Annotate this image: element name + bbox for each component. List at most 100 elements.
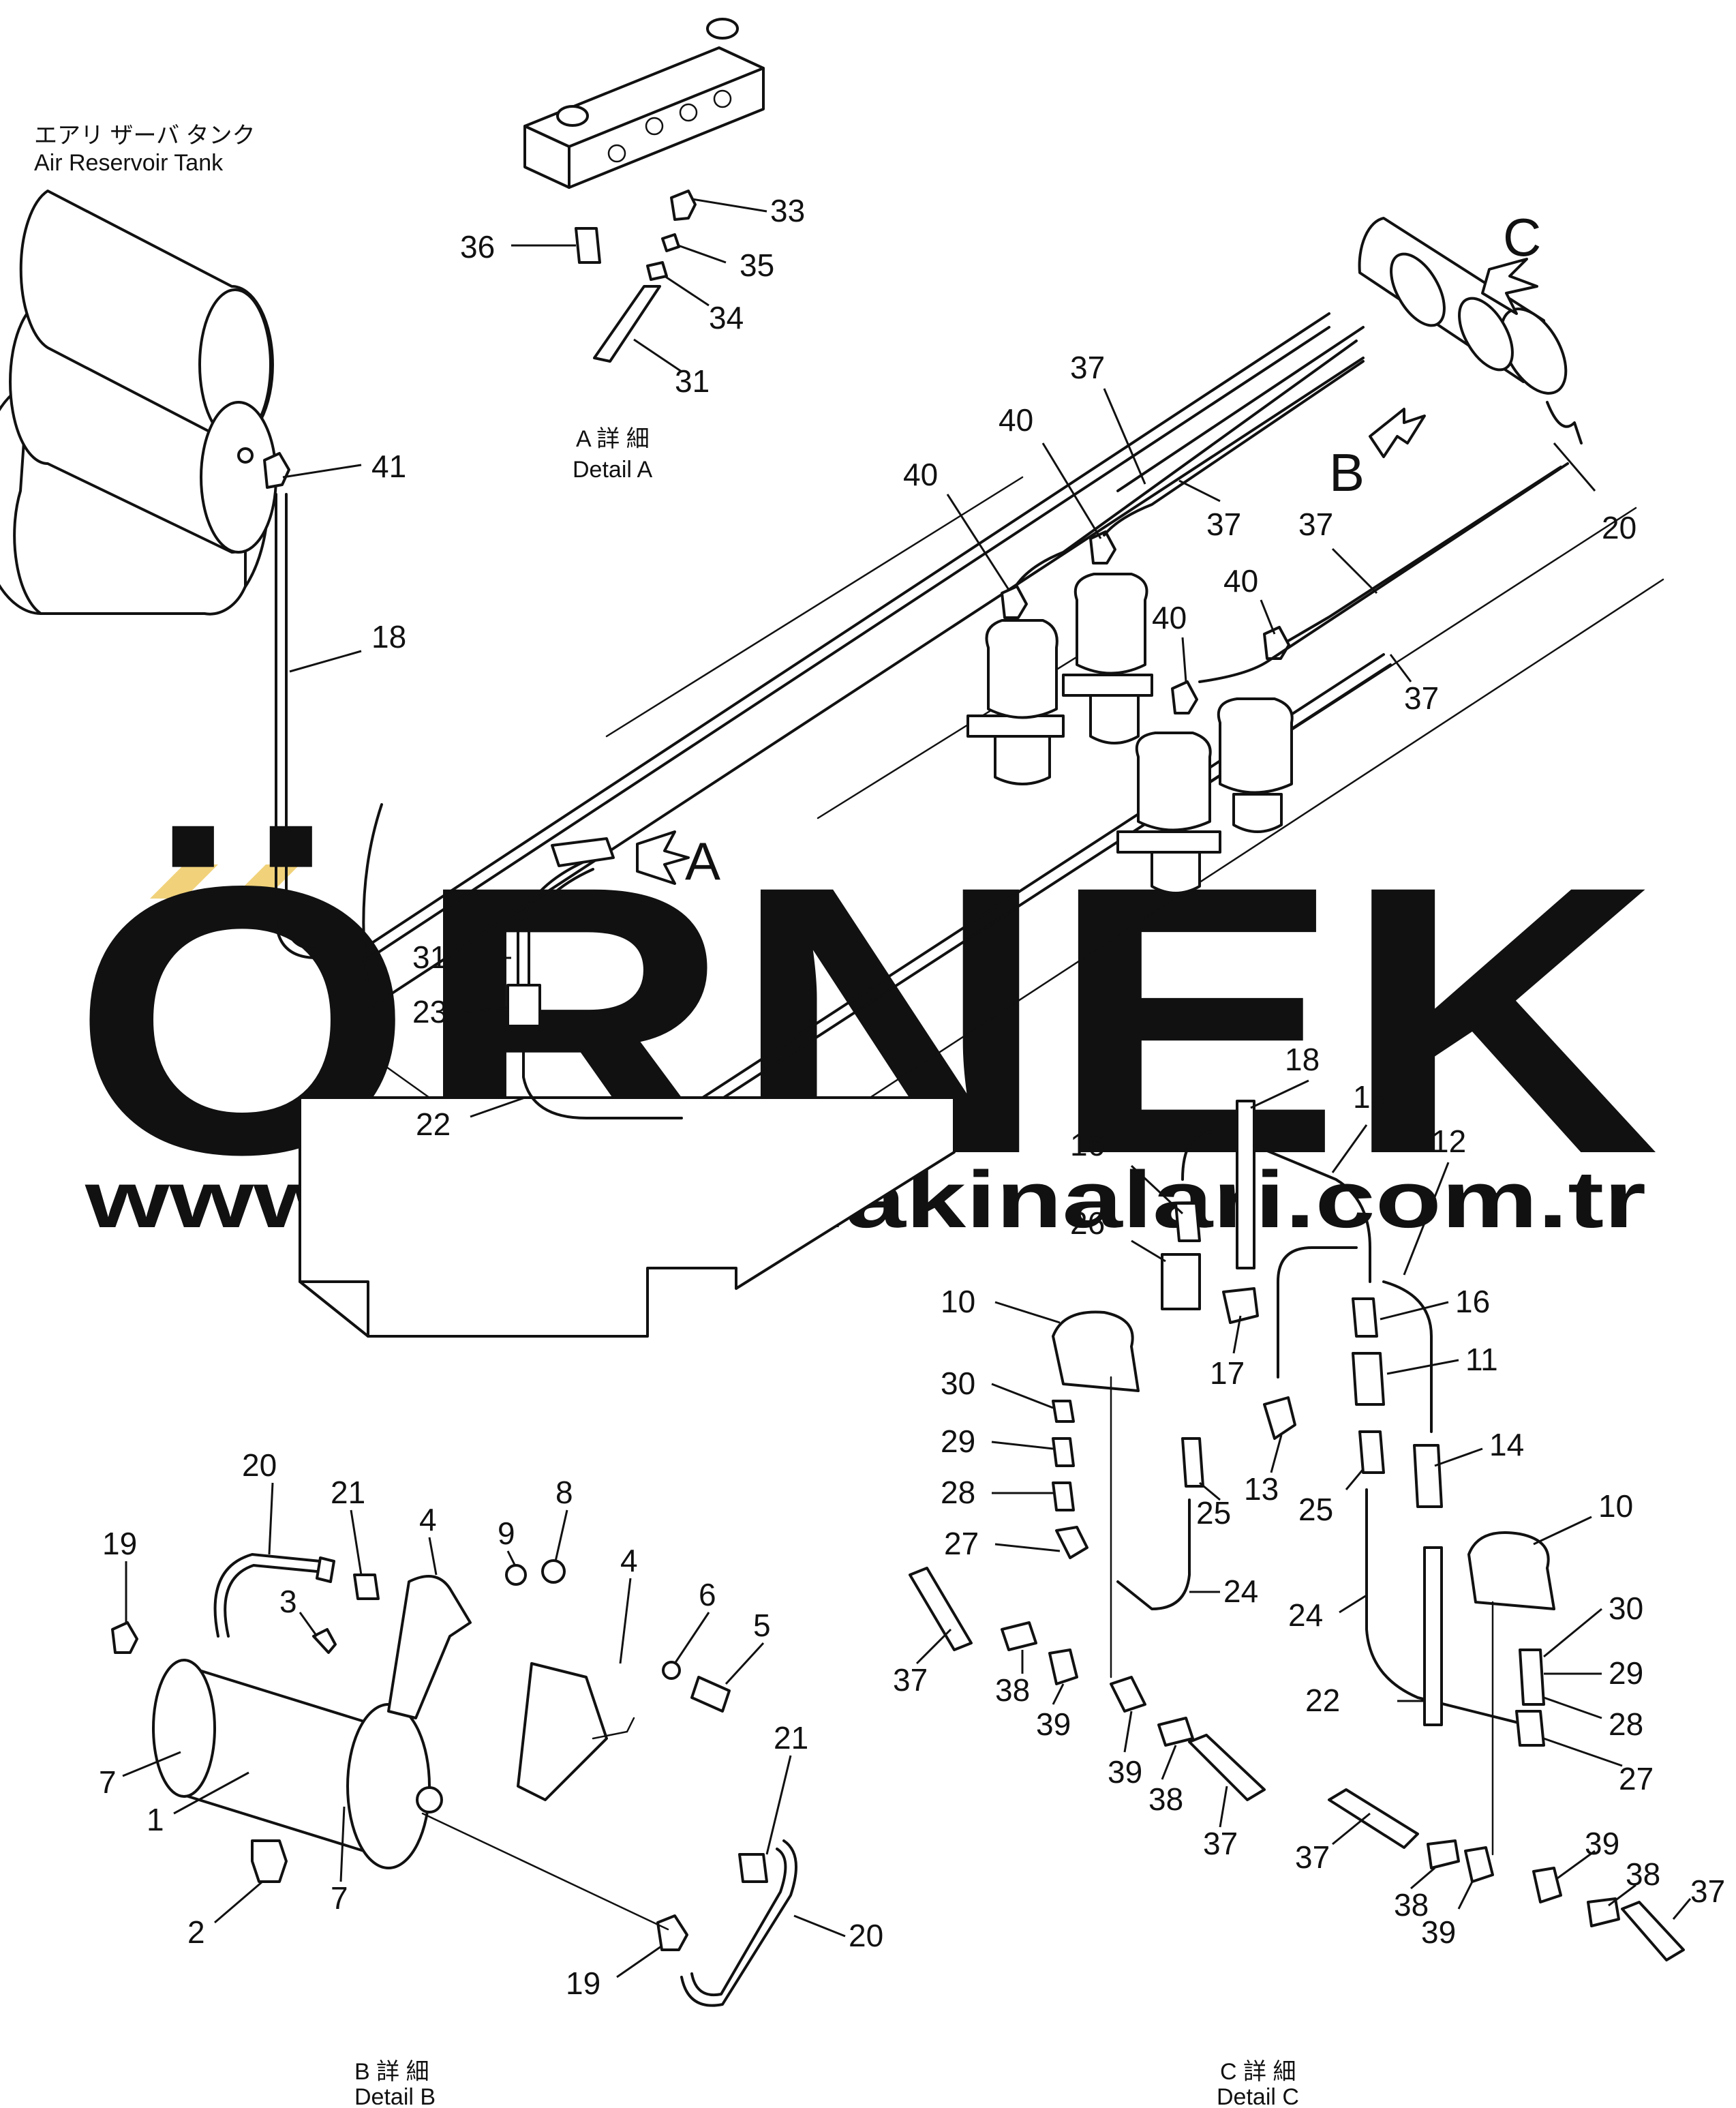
part-label-30-l: 30	[941, 1366, 975, 1401]
view-marker-a: A	[685, 831, 720, 891]
leader-38-c4	[1608, 1884, 1636, 1907]
valve-tank-assembly: C B	[1329, 207, 1583, 502]
pipe-37-c	[1287, 466, 1562, 642]
pipe-24-right	[1365, 1488, 1528, 1726]
detail-a-boss-1	[556, 105, 589, 127]
part-label-38-c3: 38	[1394, 1887, 1429, 1923]
elbow-13	[1263, 1396, 1296, 1440]
leader-37-3	[1331, 547, 1378, 594]
part-label-11: 11	[1465, 1342, 1498, 1377]
valve-2	[251, 1839, 288, 1883]
part-label-10-r: 10	[1598, 1488, 1633, 1524]
air-spring-4-piston	[1232, 793, 1283, 833]
leader-35	[677, 244, 727, 264]
leader-15	[1331, 1124, 1368, 1173]
valve-10-right	[1467, 1531, 1555, 1610]
elbow-40-b	[1089, 530, 1116, 564]
leader-37-c4	[1672, 1898, 1692, 1920]
frame-rail-2	[353, 326, 1330, 969]
pipe-37-e	[1116, 326, 1365, 492]
pipe-20-top	[213, 1553, 329, 1638]
fitting-21-bottom	[738, 1853, 768, 1883]
tank-1-end	[346, 1703, 431, 1869]
fitting-25-right	[1358, 1430, 1385, 1474]
leader-40-2	[946, 494, 1010, 590]
frame-block-edge	[299, 1280, 369, 1338]
elbow-fitting-41	[263, 452, 290, 489]
pipe-18-inner	[285, 493, 352, 950]
pipe-37-d	[1198, 462, 1569, 683]
leader-29-l	[991, 1441, 1054, 1450]
tank-outlet	[1546, 401, 1583, 445]
part-label-30-r: 30	[1609, 1591, 1643, 1626]
leader-27-r	[1543, 1737, 1623, 1767]
elbow-40-a	[1001, 585, 1028, 619]
leader-lines	[122, 198, 1692, 1978]
small-tank-band-1	[1390, 252, 1446, 327]
pipe-18-detail	[1236, 1100, 1255, 1269]
detail-c: C 詳 細 Detail C	[909, 1100, 1685, 2108]
detail-b-caption-jp: B 詳 細	[354, 2059, 429, 2085]
leader-16-l	[1130, 1164, 1184, 1215]
leader-39-c2	[1123, 1711, 1133, 1753]
elbow-27-left	[1055, 1526, 1088, 1559]
part-label-18: 18	[371, 619, 406, 654]
leader-31-a	[633, 338, 682, 373]
elbow-39-c2	[1110, 1676, 1146, 1713]
part-label-25-r: 25	[1298, 1492, 1333, 1527]
air-spring-2	[1073, 573, 1148, 675]
part-label-37-c1: 37	[893, 1662, 928, 1698]
part-label-19-l: 19	[102, 1526, 137, 1561]
leader-10-r	[1533, 1516, 1592, 1546]
leader-2	[214, 1880, 263, 1924]
leader-22	[470, 1096, 526, 1118]
part-label-8: 8	[555, 1475, 573, 1510]
part-label-41: 41	[371, 449, 406, 484]
leader-7-r	[339, 1806, 346, 1882]
pipe-20-bottom-inner	[690, 1848, 787, 1997]
part-label-20-bottom: 20	[849, 1918, 883, 1953]
part-label-3: 3	[279, 1584, 297, 1619]
leader-39-c1	[1052, 1683, 1065, 1705]
view-marker-b: B	[1329, 442, 1365, 502]
leader-7-l	[122, 1751, 181, 1777]
watermark-accent-left	[150, 864, 218, 899]
leader-23	[463, 1006, 508, 1014]
frame-block-face	[299, 1280, 369, 1338]
pipe-20-bottom	[680, 1839, 797, 2007]
part-label-9: 9	[498, 1516, 515, 1551]
leader-40-3	[1260, 599, 1276, 635]
coupling-23	[506, 984, 541, 1027]
part-label-33: 33	[770, 193, 805, 228]
part-label-21-r: 21	[774, 1720, 808, 1756]
view-arrow-c	[1481, 258, 1538, 315]
leader-30-l	[991, 1383, 1054, 1409]
fitting-29-left	[1052, 1437, 1075, 1467]
part-label-16-r: 16	[1455, 1284, 1490, 1319]
part-label-7-l: 7	[99, 1764, 117, 1800]
leader-4-r	[619, 1578, 632, 1664]
detail-a-boss-2	[706, 18, 739, 40]
part-label-19-r: 19	[566, 1966, 600, 2001]
tank-1-band-left	[152, 1659, 216, 1798]
part-label-38-c4: 38	[1626, 1856, 1660, 1892]
pipe-12-left	[1277, 1246, 1358, 1379]
fitting-30-left	[1052, 1400, 1075, 1423]
pipe-37-a	[1014, 340, 1358, 588]
washer-6	[662, 1661, 681, 1680]
leader-24-r	[1339, 1594, 1367, 1614]
leader-8	[554, 1509, 568, 1562]
elbow-17	[1222, 1287, 1259, 1324]
part-label-20-b: 20	[242, 1447, 277, 1483]
elbow-19-right	[656, 1914, 688, 1951]
leader-1	[173, 1771, 249, 1815]
part-label-15: 15	[1353, 1079, 1388, 1115]
part-label-22-c: 22	[1305, 1683, 1340, 1718]
part-label-29-l: 29	[941, 1424, 975, 1459]
tube-31-detail	[593, 285, 661, 363]
leader-17	[1232, 1315, 1242, 1354]
part-label-21-b: 21	[331, 1475, 365, 1510]
small-tank-band-2	[1458, 297, 1514, 372]
leader-25-l	[1199, 1481, 1221, 1501]
